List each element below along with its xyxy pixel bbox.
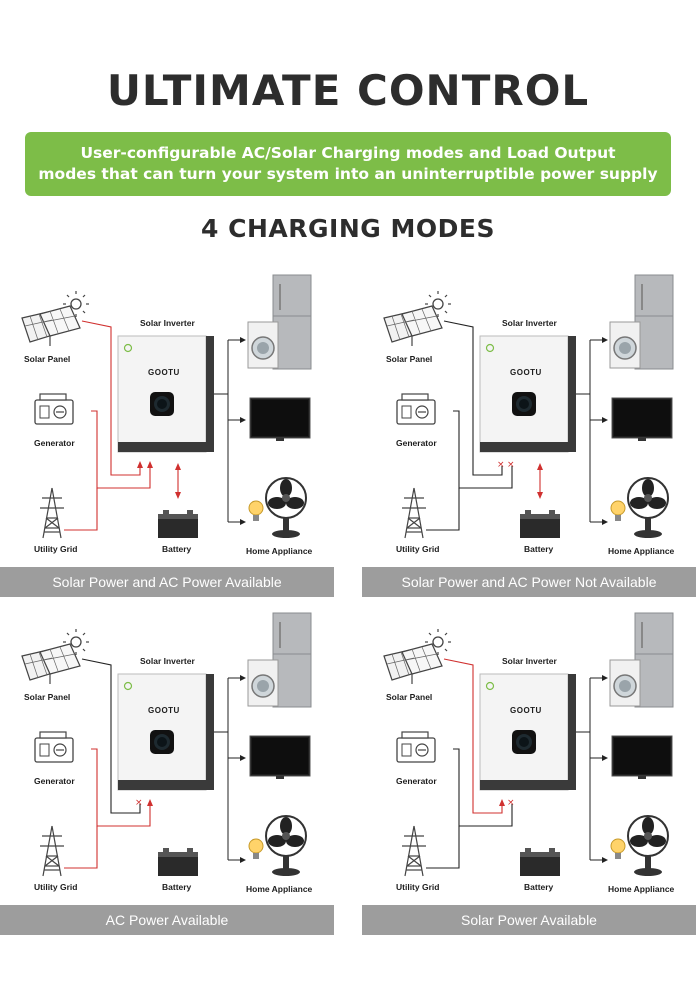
label-solar-panel: Solar Panel (24, 692, 71, 702)
input-wiring (64, 320, 181, 531)
input-wiring: × × (426, 320, 543, 531)
television-icon (611, 735, 673, 779)
svg-text:×: × (497, 460, 505, 470)
solar-panel-icon (21, 643, 81, 684)
label-brand: GOOTU (148, 368, 180, 377)
generator-icon (396, 393, 436, 425)
utility-tower-icon (402, 487, 426, 539)
mode-4-diagram: × (383, 612, 674, 877)
label-solar-inverter: Solar Inverter (140, 656, 195, 666)
battery-icon (158, 510, 198, 538)
fan-icon (627, 815, 669, 876)
label-generator: Generator (34, 776, 75, 786)
output-wiring (214, 337, 246, 525)
washing-machine-icon (609, 321, 641, 369)
mode-2-diagram: × × (383, 274, 674, 539)
label-home-appliance: Home Appliance (246, 884, 313, 894)
page-title: ULTIMATE CONTROL (106, 66, 590, 115)
generator-icon (396, 731, 436, 763)
light-bulb-icon (248, 500, 264, 521)
label-generator: Generator (396, 776, 437, 786)
label-battery: Battery (524, 544, 554, 554)
label-battery: Battery (162, 882, 192, 892)
mode-1-diagram (21, 274, 312, 539)
label-battery: Battery (162, 544, 192, 554)
label-battery: Battery (524, 882, 554, 892)
label-generator: Generator (34, 438, 75, 448)
label-solar-panel: Solar Panel (24, 354, 71, 364)
utility-tower-icon (402, 825, 426, 877)
label-solar-inverter: Solar Inverter (502, 656, 557, 666)
input-wiring: × (426, 658, 515, 869)
fan-icon (265, 477, 307, 538)
washing-machine-icon (609, 659, 641, 707)
mode-panel-4: × Solar Panel Generator Utility Grid Sol… (362, 608, 696, 943)
battery-icon (158, 848, 198, 876)
output-wiring (576, 675, 608, 863)
label-solar-inverter: Solar Inverter (502, 318, 557, 328)
mode-caption: Solar Power and AC Power Available (0, 567, 334, 597)
refrigerator-icon (272, 274, 312, 370)
mode-panel-3: × Solar Panel Generator Utility Grid Sol… (0, 608, 334, 943)
solar-panel-icon (21, 305, 81, 346)
label-utility-grid: Utility Grid (396, 882, 440, 892)
solar-inverter-icon (117, 335, 214, 453)
utility-tower-icon (40, 825, 64, 877)
battery-icon (520, 510, 560, 538)
section-subtitle: 4 CHARGING MODES (201, 214, 495, 243)
television-icon (249, 735, 311, 779)
solar-panel-icon (383, 643, 443, 684)
label-home-appliance: Home Appliance (246, 546, 313, 556)
mode-panel-2: × × Solar Panel Generator Utility Grid S… (362, 270, 696, 605)
banner-line-2: modes that can turn your system into an … (38, 165, 658, 183)
input-wiring: × (64, 658, 153, 869)
svg-text:×: × (135, 798, 143, 808)
mode-caption: Solar Power Available (362, 905, 696, 935)
television-icon (249, 397, 311, 441)
label-home-appliance: Home Appliance (608, 546, 675, 556)
label-utility-grid: Utility Grid (34, 882, 78, 892)
sun-icon (425, 291, 451, 317)
light-bulb-icon (610, 838, 626, 859)
label-utility-grid: Utility Grid (34, 544, 78, 554)
solar-inverter-icon (479, 673, 576, 791)
washing-machine-icon (247, 321, 279, 369)
label-solar-panel: Solar Panel (386, 354, 433, 364)
solar-panel-icon (383, 305, 443, 346)
refrigerator-icon (634, 274, 674, 370)
svg-text:×: × (507, 460, 515, 470)
solar-inverter-icon (479, 335, 576, 453)
fan-icon (627, 477, 669, 538)
utility-tower-icon (40, 487, 64, 539)
label-brand: GOOTU (148, 706, 180, 715)
banner-line-1: User-configurable AC/Solar Charging mode… (80, 144, 616, 162)
label-generator: Generator (396, 438, 437, 448)
label-brand: GOOTU (510, 706, 542, 715)
label-home-appliance: Home Appliance (608, 884, 675, 894)
label-utility-grid: Utility Grid (396, 544, 440, 554)
television-icon (611, 397, 673, 441)
mode-panel-1: Solar Panel Generator Utility Grid Solar… (0, 270, 334, 605)
output-wiring (576, 337, 608, 525)
washing-machine-icon (247, 659, 279, 707)
output-wiring (214, 675, 246, 863)
label-brand: GOOTU (510, 368, 542, 377)
feature-banner: User-configurable AC/Solar Charging mode… (25, 132, 671, 196)
refrigerator-icon (634, 612, 674, 708)
battery-icon (520, 848, 560, 876)
light-bulb-icon (610, 500, 626, 521)
solar-inverter-icon (117, 673, 214, 791)
light-bulb-icon (248, 838, 264, 859)
generator-icon (34, 393, 74, 425)
mode-caption: Solar Power and AC Power Not Available (362, 567, 696, 597)
generator-icon (34, 731, 74, 763)
mode-3-diagram: × (21, 612, 312, 877)
refrigerator-icon (272, 612, 312, 708)
fan-icon (265, 815, 307, 876)
mode-caption: AC Power Available (0, 905, 334, 935)
svg-text:×: × (507, 798, 515, 808)
label-solar-inverter: Solar Inverter (140, 318, 195, 328)
label-solar-panel: Solar Panel (386, 692, 433, 702)
